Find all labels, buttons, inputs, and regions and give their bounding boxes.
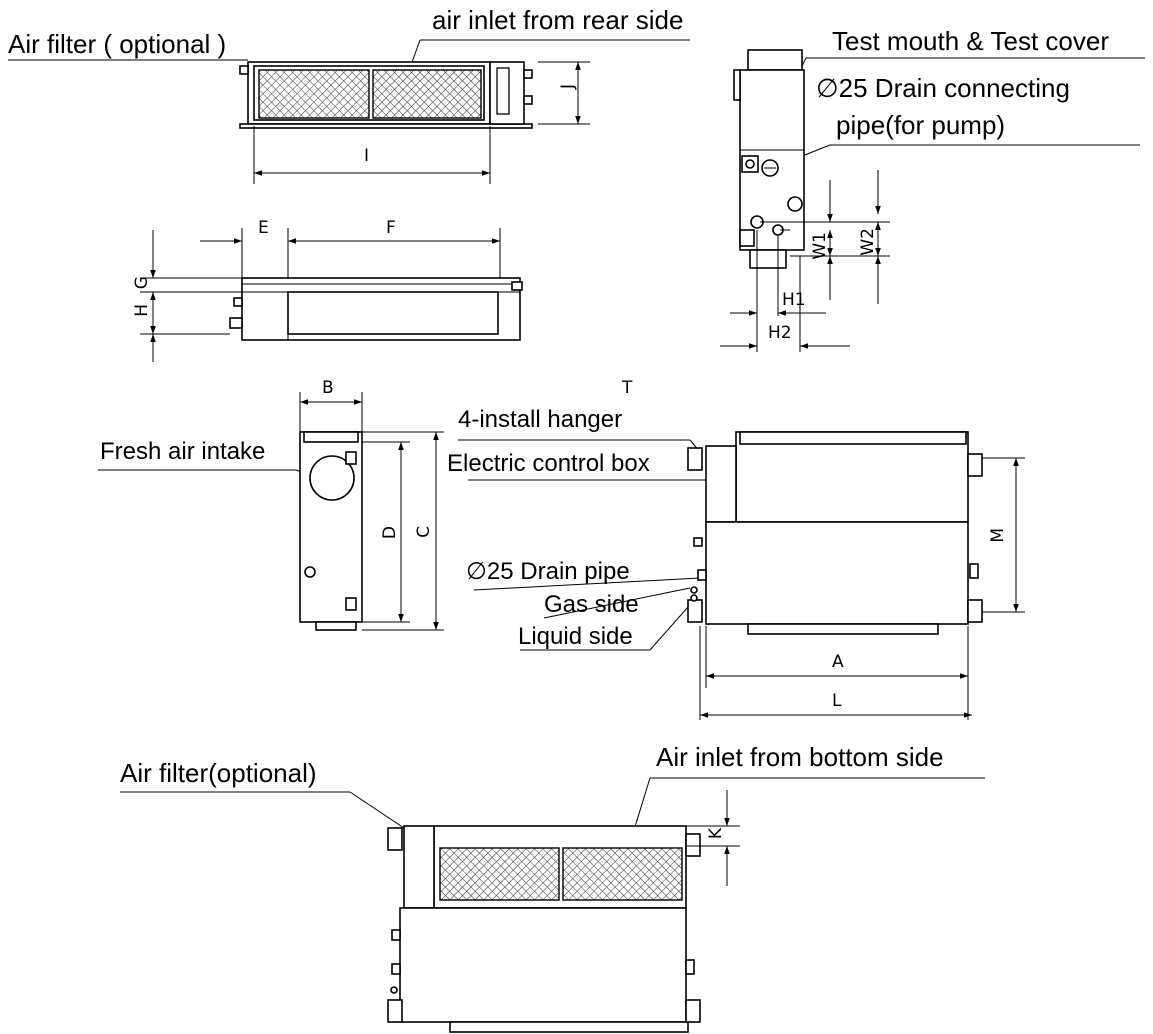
dim-M: M <box>988 528 1008 543</box>
dim-W2: W2 <box>858 228 878 256</box>
label-air-inlet-rear: air inlet from rear side <box>432 5 684 35</box>
view-end-pump <box>720 49 1145 352</box>
dim-E: E <box>258 218 269 238</box>
dim-C: C <box>414 526 434 538</box>
dim-I: I <box>364 146 370 166</box>
dim-D: D <box>380 526 400 540</box>
dim-W1: W1 <box>810 232 830 260</box>
label-air-inlet-bottom: Air inlet from bottom side <box>656 742 944 772</box>
dim-H1: H1 <box>782 290 806 310</box>
view-side-elevation <box>140 228 523 362</box>
label-drain-pipe: ∅25 Drain pipe <box>466 558 630 585</box>
label-fresh-air: Fresh air intake <box>100 438 266 465</box>
dim-H2: H2 <box>768 323 792 343</box>
view-plan <box>458 431 1025 720</box>
dim-H: H <box>132 304 152 317</box>
dim-F: F <box>386 218 396 238</box>
dim-T: T <box>622 378 633 398</box>
dim-A: A <box>832 652 844 672</box>
label-gas-side: Gas side <box>544 591 639 618</box>
label-drain-connecting-1: ∅25 Drain connecting <box>816 73 1070 103</box>
view-rear-inlet <box>8 39 690 184</box>
dim-G: G <box>132 276 152 290</box>
view-bottom-inlet <box>120 777 985 1033</box>
label-install-hanger: 4-install hanger <box>458 406 623 433</box>
label-test-mouth: Test mouth & Test cover <box>832 26 1109 56</box>
label-air-filter-top: Air filter ( optional ) <box>8 29 227 59</box>
label-air-filter-bottom: Air filter(optional) <box>120 758 317 788</box>
dim-L: L <box>832 691 842 711</box>
dim-K: K <box>706 828 726 840</box>
label-drain-connecting-2: pipe(for pump) <box>836 110 1006 140</box>
label-liquid-side: Liquid side <box>518 623 633 650</box>
view-end-elevation <box>98 392 444 631</box>
dim-B: B <box>322 378 334 398</box>
dim-J: J <box>558 84 578 90</box>
label-electric-box: Electric control box <box>447 450 650 477</box>
